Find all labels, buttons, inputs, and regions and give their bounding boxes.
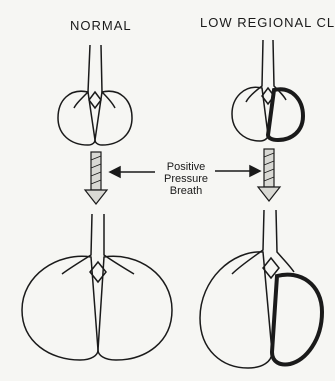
normal-lungs-before bbox=[58, 45, 132, 145]
normal-down-arrow bbox=[85, 152, 107, 204]
low-cl-airway-before bbox=[246, 40, 286, 102]
normal-airway-before bbox=[74, 45, 115, 108]
low-cl-lungs-before bbox=[232, 40, 303, 141]
low-cl-lungs-after bbox=[200, 210, 322, 368]
normal-valve-before bbox=[89, 92, 101, 108]
low-cl-left-lung-after bbox=[200, 252, 272, 368]
low-cl-right-lung-after bbox=[272, 275, 322, 365]
center-label-line3: Breath bbox=[146, 185, 226, 197]
positive-pressure-breath-label: Positive Pressure Breath bbox=[146, 161, 226, 197]
normal-lungs-after bbox=[22, 214, 172, 360]
low-cl-down-arrow bbox=[258, 149, 280, 201]
normal-heading: NORMAL bbox=[70, 18, 132, 33]
normal-left-lung-after bbox=[22, 256, 98, 360]
center-label-line1: Positive bbox=[146, 161, 226, 173]
low-regional-cl-heading: LOW REGIONAL CL bbox=[200, 15, 335, 30]
center-label-line2: Pressure bbox=[146, 173, 226, 185]
normal-airway-after bbox=[62, 214, 134, 274]
normal-right-lung-after bbox=[98, 256, 172, 360]
low-cl-airway-after bbox=[232, 210, 294, 274]
